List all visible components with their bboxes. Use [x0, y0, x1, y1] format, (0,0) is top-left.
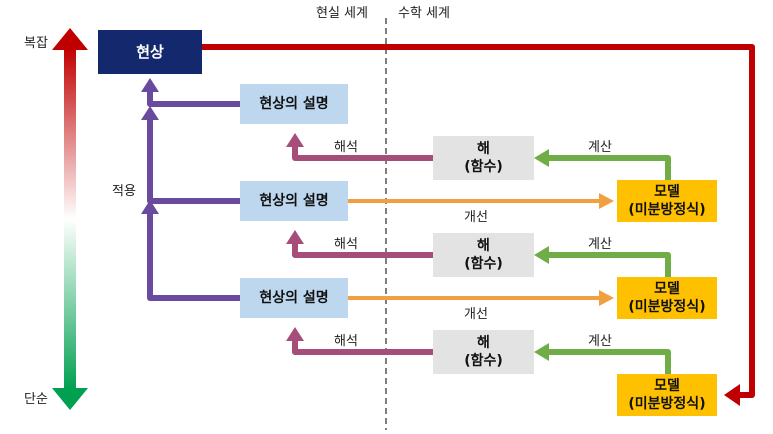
apply-arrowhead-1 — [141, 78, 159, 92]
compute-arrow-3 — [548, 349, 671, 374]
model-label-3: 모델 — [654, 378, 680, 394]
model-arrowhead — [724, 384, 740, 406]
improve-label-1: 개선 — [464, 210, 488, 225]
compute-arrowhead-1 — [534, 149, 549, 167]
interpret-arrowhead-2 — [286, 230, 304, 244]
compute-label-1: 계산 — [588, 140, 612, 155]
math-world-label: 수학 세계 — [398, 6, 450, 21]
interpret-arrowhead-3 — [286, 327, 304, 341]
description-label-1: 현상의 설명 — [259, 96, 329, 112]
model-label-2: 모델 — [654, 281, 680, 297]
solution-box-2: 해 (함수) — [433, 233, 534, 277]
solution-sublabel-2: (함수) — [464, 256, 503, 272]
real-world-label: 현실 세계 — [316, 6, 368, 21]
complexity-axis — [64, 48, 76, 390]
compute-label-2: 계산 — [588, 237, 612, 252]
solution-label-1: 해 — [477, 141, 490, 157]
model-arrow — [202, 44, 755, 398]
solution-label-2: 해 — [477, 238, 490, 254]
interpret-label-1: 해석 — [334, 140, 358, 155]
compute-arrowhead-2 — [534, 246, 549, 264]
interpret-arrowhead-1 — [286, 133, 304, 147]
apply-label: 적용 — [112, 184, 136, 199]
model-sublabel-2: (미분방정식) — [628, 299, 706, 315]
solution-sublabel-3: (함수) — [464, 353, 503, 369]
compute-arrowhead-3 — [534, 343, 549, 361]
interpret-arrow-2 — [292, 243, 433, 258]
model-box-3: 모델 (미분방정식) — [617, 374, 717, 416]
complexity-axis-up-arrowhead — [52, 28, 88, 50]
interpret-label-3: 해석 — [334, 334, 358, 349]
interpret-label-2: 해석 — [334, 237, 358, 252]
model-sublabel-1: (미분방정식) — [628, 202, 706, 218]
complexity-axis-down-arrowhead — [52, 388, 88, 410]
model-box-1: 모델 (미분방정식) — [617, 180, 717, 222]
model-label-1: 모델 — [654, 184, 680, 200]
apply-arrowhead-2 — [141, 106, 159, 120]
description-box-1: 현상의 설명 — [240, 84, 348, 124]
improve-arrowhead-2 — [599, 290, 614, 306]
compute-arrow-2 — [548, 252, 671, 277]
compute-arrow-1 — [548, 155, 671, 180]
model-box-2: 모델 (미분방정식) — [617, 277, 717, 319]
improve-arrowhead-1 — [599, 193, 614, 209]
phenomenon-label: 현상 — [136, 43, 164, 61]
compute-label-3: 계산 — [588, 334, 612, 349]
description-label-2: 현상의 설명 — [259, 193, 329, 209]
solution-label-3: 해 — [477, 335, 490, 351]
solution-box-1: 해 (함수) — [433, 136, 534, 180]
apply-arrow-2 — [147, 118, 240, 204]
phenomenon-box: 현상 — [98, 30, 202, 74]
complex-label: 복잡 — [24, 36, 48, 51]
simple-label: 단순 — [24, 392, 48, 407]
apply-arrow-3 — [147, 212, 240, 301]
description-box-2: 현상의 설명 — [240, 181, 348, 221]
model-sublabel-3: (미분방정식) — [628, 396, 706, 412]
solution-sublabel-1: (함수) — [464, 159, 503, 175]
interpret-arrow-3 — [292, 340, 433, 355]
description-label-3: 현상의 설명 — [259, 290, 329, 306]
description-box-3: 현상의 설명 — [240, 278, 348, 318]
apply-arrowhead-3 — [141, 200, 159, 214]
solution-box-3: 해 (함수) — [433, 330, 534, 374]
improve-label-2: 개선 — [464, 307, 488, 322]
interpret-arrow-1 — [292, 146, 433, 161]
apply-arrow-1 — [147, 90, 240, 107]
